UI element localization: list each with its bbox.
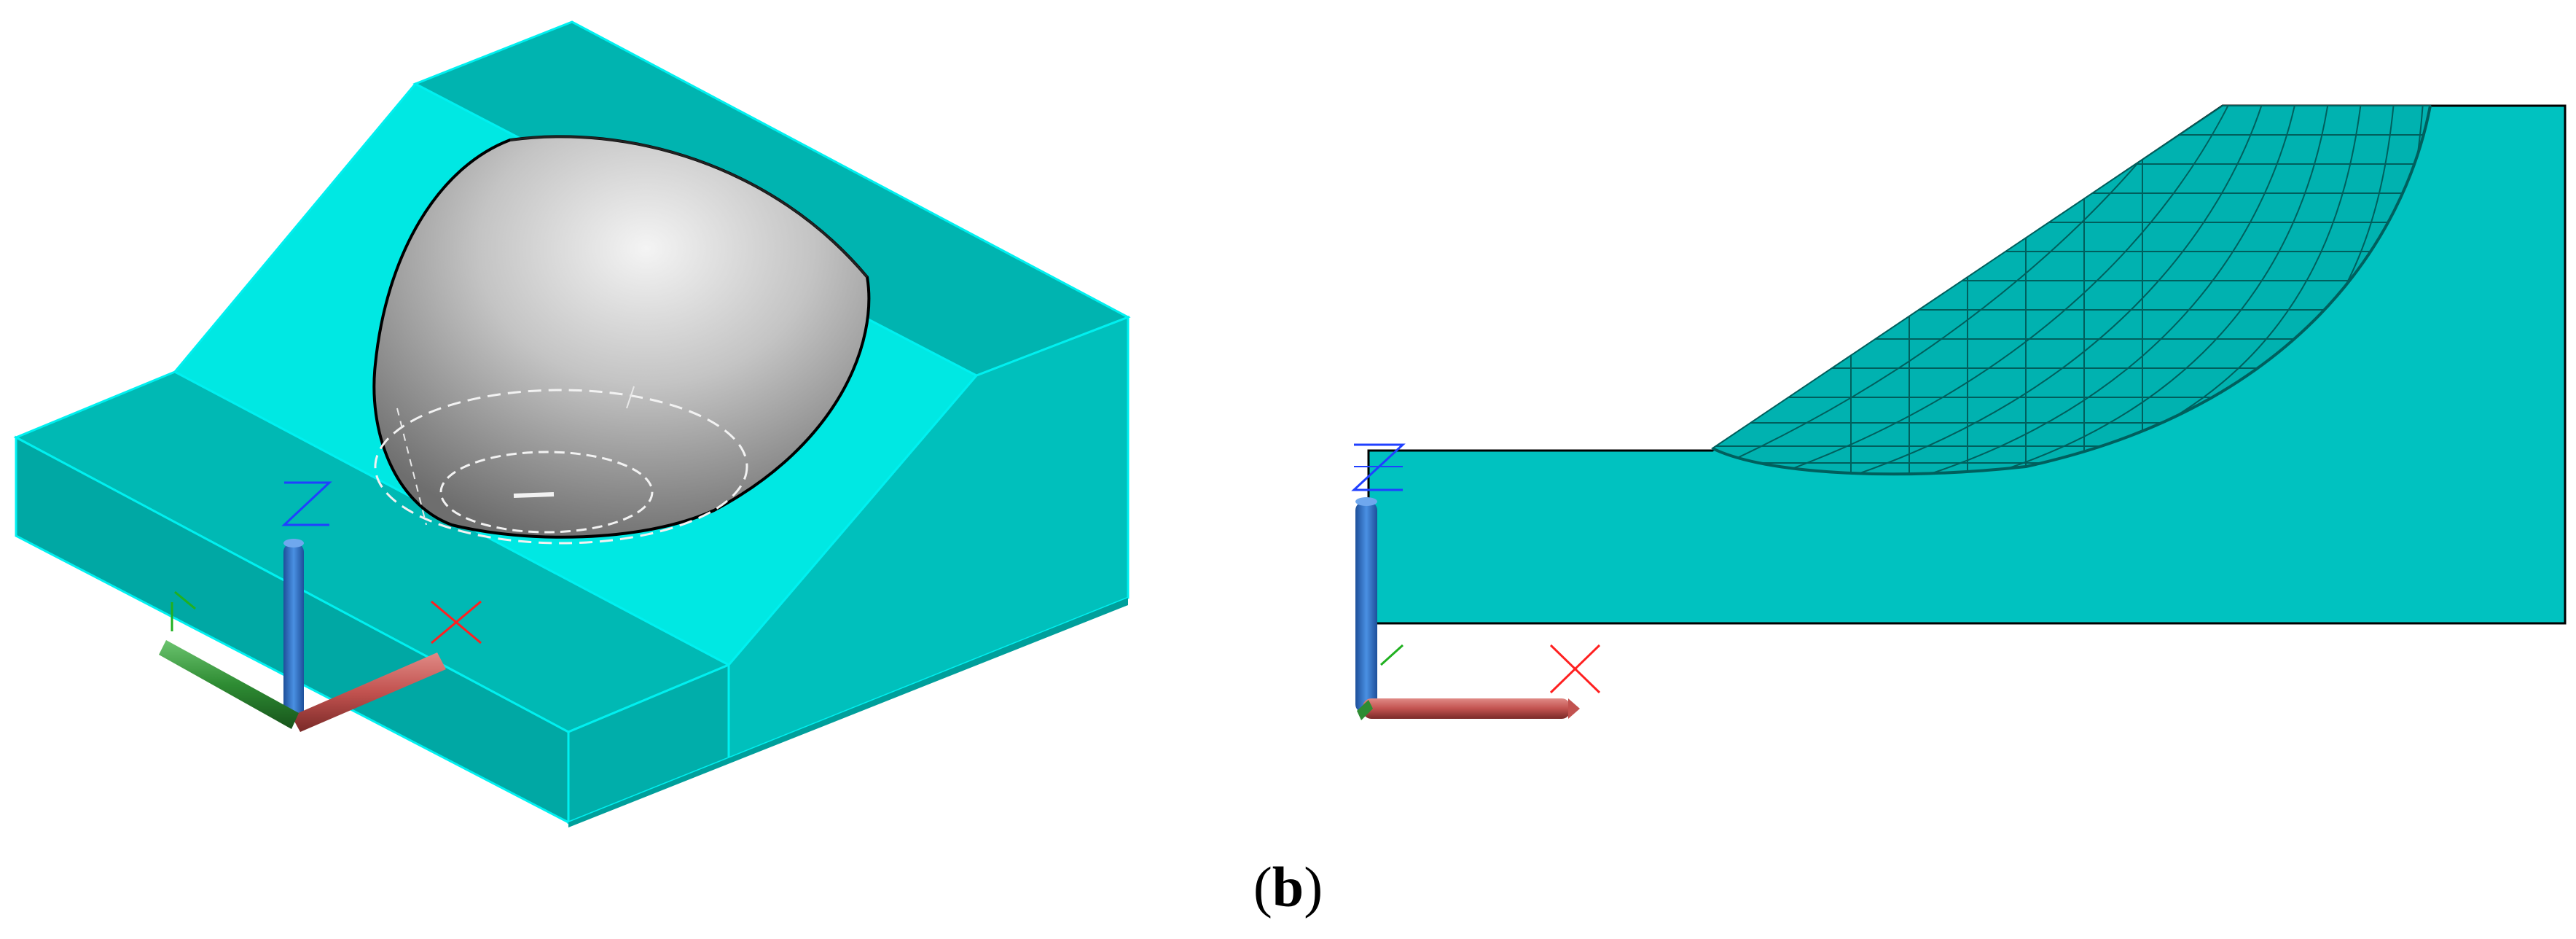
cavity-mesh-center	[513, 492, 555, 498]
x-axis-rod-right	[1363, 698, 1570, 719]
isometric-solid-view	[13, 20, 1131, 827]
caption-letter: b	[1272, 855, 1304, 919]
figure-caption: (b)	[0, 854, 2576, 920]
y-axis-glyph-right	[1379, 644, 1404, 666]
x-axis-glyph-left	[431, 600, 482, 644]
z-axis-glyph-left	[281, 481, 332, 526]
z-axis-rod-left	[283, 543, 304, 722]
cavity-mesh-ring-outer	[374, 389, 748, 545]
caption-close-paren: )	[1304, 855, 1323, 919]
y-axis-stub-right	[1357, 700, 1373, 720]
cavity-mesh-line-b	[626, 386, 635, 409]
x-axis-rod-left	[291, 652, 446, 732]
z-axis-cap-left	[283, 539, 304, 548]
right-block-side-face	[568, 598, 1128, 827]
x-axis-glyph-right	[1549, 644, 1601, 694]
cavity-mesh-ring-inner	[439, 451, 654, 534]
ucs-axes-icon-left	[159, 481, 482, 732]
y-axis-rod-left	[159, 640, 299, 729]
z-axis-cap-right	[1355, 497, 1377, 506]
y-axis-glyph-left	[171, 591, 196, 631]
cavity-rim-line	[509, 135, 869, 278]
z-axis-rod-right	[1355, 502, 1377, 713]
x-axis-tip-right	[1568, 698, 1580, 719]
caption-open-paren: (	[1253, 855, 1272, 919]
cavity-mesh-line-a	[396, 408, 427, 526]
ucs-axes-icon-right	[1351, 443, 1601, 720]
section-view	[1351, 104, 2567, 720]
section-bowl-outline	[1712, 105, 2432, 476]
